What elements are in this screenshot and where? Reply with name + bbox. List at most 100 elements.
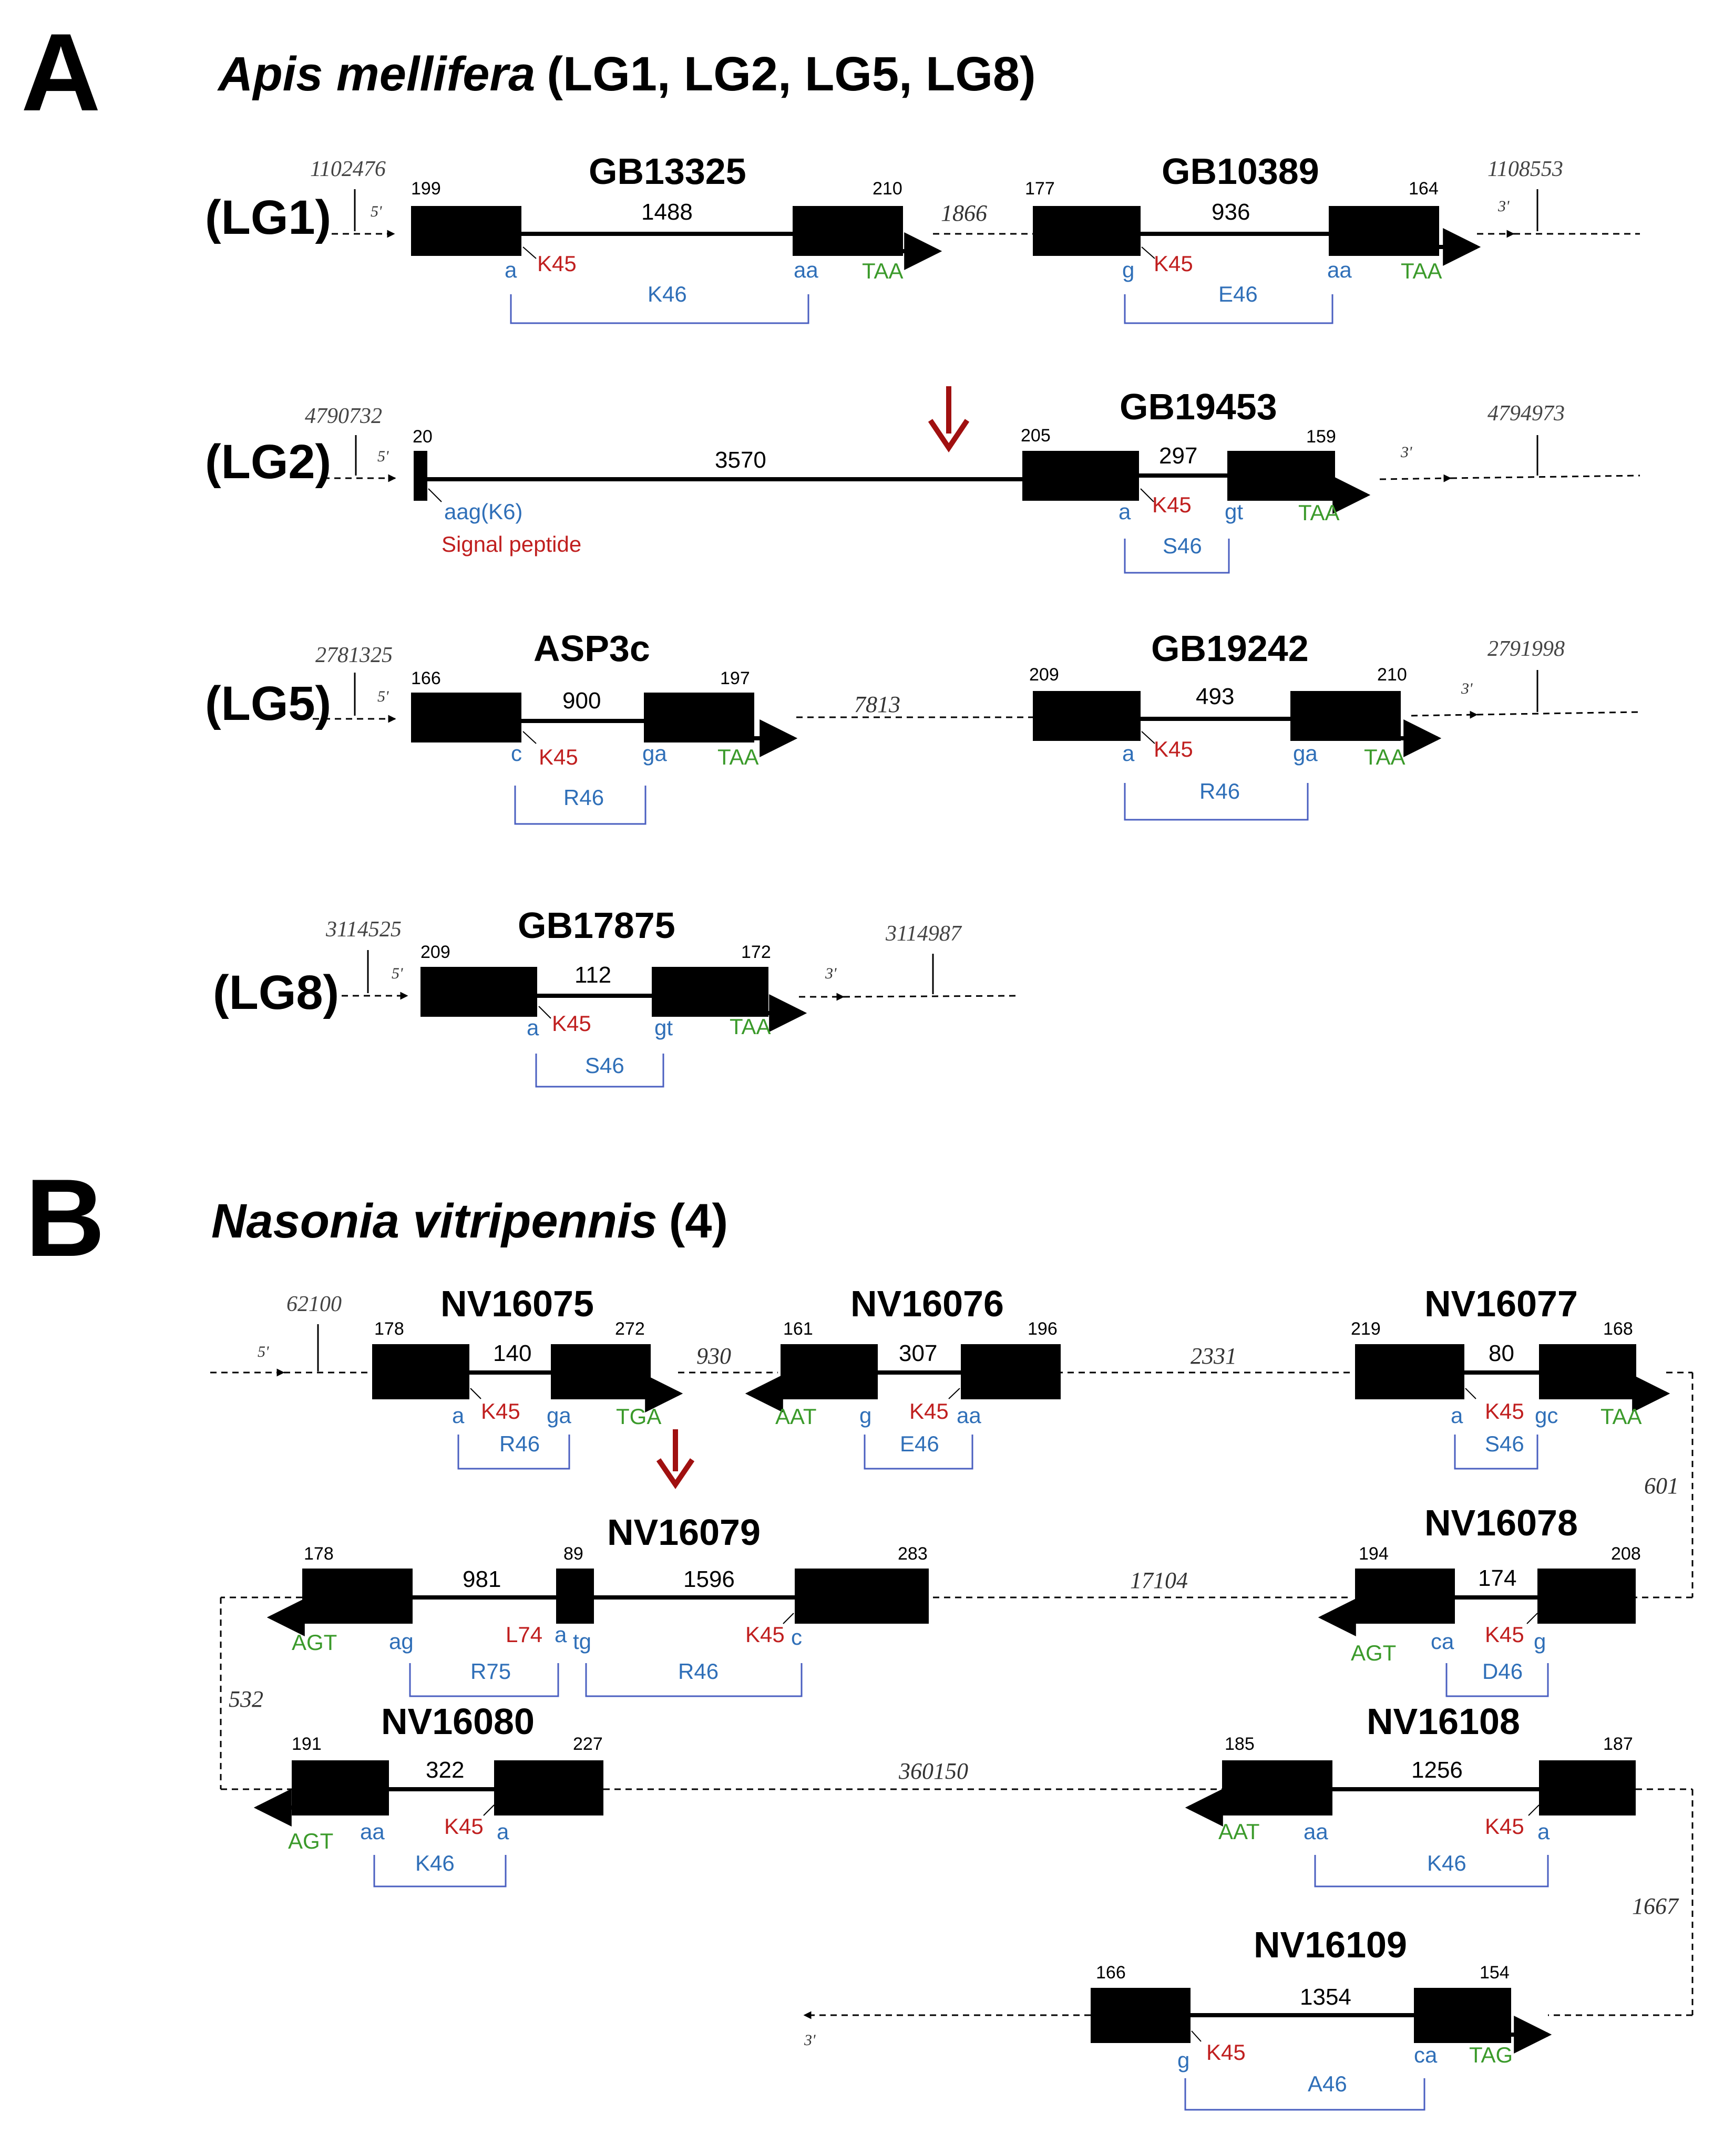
panel-a-species: Apis mellifera — [217, 47, 535, 101]
splice-pointer — [1141, 246, 1155, 259]
exon1-length: 209 — [420, 942, 450, 962]
splice-right: g — [1534, 1629, 1546, 1654]
splice-pointer — [1191, 2030, 1202, 2042]
exon-1 — [302, 1569, 413, 1624]
signal-peptide-exon: 20 3570 aag(K6) Signal peptide — [413, 427, 1022, 556]
lg2-label: (LG2) — [205, 435, 331, 489]
exon-1 — [1355, 1344, 1464, 1399]
gene-name: NV16078 — [1424, 1502, 1578, 1543]
exon1-length: 194 — [1359, 1544, 1389, 1564]
exon-2 — [1539, 1760, 1636, 1815]
intron-length: 174 — [1478, 1565, 1516, 1591]
lg2-downstream-arrow — [1379, 474, 1452, 482]
gene-nv16108: NV16108 185 187 1256 AAT aa K45 a K46 — [1185, 1701, 1636, 1887]
splice-right: a — [497, 1819, 509, 1844]
splice-left-1: ag — [389, 1629, 414, 1654]
site-label: K46 — [415, 1851, 455, 1875]
lg5-downstream-arrow — [1411, 710, 1478, 719]
lg2-end-coord: 4794973 — [1487, 401, 1565, 426]
exon-1 — [1355, 1569, 1455, 1624]
gene-name: NV16075 — [440, 1283, 594, 1324]
stop-codon: TAA — [717, 745, 759, 769]
intron-length: 936 — [1212, 199, 1250, 225]
gene-gb17875: GB17875 209 172 112 a K45 gt TAA S46 — [420, 905, 807, 1088]
panel-a-letter: A — [21, 11, 101, 134]
lg5-intergenic-length: 7813 — [854, 692, 900, 717]
stop-codon: TAA — [730, 1014, 771, 1039]
lg1-start-coord: 1102476 — [310, 157, 386, 181]
splice-right: gt — [1225, 499, 1243, 524]
lg1-three-prime: 3' — [1497, 198, 1510, 215]
lysine-label: K45 — [909, 1399, 949, 1423]
splice-left: a — [452, 1403, 465, 1428]
splice-pointer — [1141, 731, 1155, 744]
lg1-intergenic-length: 1866 — [941, 200, 987, 226]
stop-codon: TAA — [1364, 745, 1405, 769]
intron-length: 112 — [574, 962, 611, 988]
lg5-five-prime: 5' — [377, 688, 389, 705]
intron-length: 140 — [493, 1340, 531, 1366]
panel-b: B Nasonia vitripennis (4) 62100 5' 930 2… — [25, 1156, 1694, 2111]
splice-tg: tg — [573, 1629, 591, 1654]
stop-codon: AGT — [1351, 1641, 1396, 1665]
nv-five-prime: 5' — [258, 1343, 269, 1360]
exon-2 — [1329, 206, 1439, 256]
gene-nv16078: NV16078 194 208 174 AGT ca K45 g D46 — [1318, 1502, 1641, 1697]
intron-length: 80 — [1489, 1340, 1514, 1366]
exon1-length: 219 — [1351, 1319, 1381, 1339]
sp-exon-length: 20 — [413, 427, 433, 447]
intron-bracket — [1454, 1435, 1538, 1470]
exon2-length: 197 — [720, 668, 750, 688]
splice-pointer — [538, 1006, 551, 1019]
splice-a: a — [555, 1622, 567, 1647]
down-arrow-icon — [928, 386, 970, 452]
site-label-1: R75 — [470, 1659, 511, 1684]
splice-pointer — [1465, 1388, 1476, 1399]
panel-b-title: Nasonia vitripennis (4) — [211, 1194, 728, 1248]
exon-1 — [372, 1344, 469, 1399]
splice-pointer — [483, 1804, 495, 1816]
exon-1 — [1222, 1760, 1332, 1815]
exon-2 — [1537, 1569, 1636, 1624]
splice-right: aa — [794, 257, 818, 282]
panel-b-letter: B — [25, 1156, 105, 1280]
sp-intron-length: 3570 — [715, 447, 766, 473]
intron-bracket — [1124, 539, 1230, 574]
intron-length: 1488 — [641, 199, 693, 225]
exon-1 — [292, 1760, 389, 1815]
exon-2 — [551, 1344, 651, 1399]
exon1-length: 178 — [374, 1319, 404, 1339]
site-label: D46 — [1482, 1659, 1523, 1684]
lg2-five-prime: 5' — [377, 448, 389, 465]
lg2-three-prime: 3' — [1400, 443, 1412, 461]
splice-right: ga — [547, 1403, 571, 1428]
gene-name: NV16080 — [381, 1701, 535, 1742]
gene-name: GB19453 — [1120, 386, 1277, 427]
exon2-length: 283 — [898, 1544, 928, 1564]
site-label: K46 — [1427, 1851, 1466, 1875]
splice-left: aa — [360, 1819, 385, 1844]
splice-left: a — [1122, 741, 1135, 766]
exon-2 — [795, 1569, 929, 1624]
stop-codon: AGT — [292, 1630, 337, 1655]
exon1-length: 178 — [304, 1544, 334, 1564]
splice-pointer — [783, 1613, 794, 1624]
intron-bracket — [864, 1435, 973, 1470]
gene-name: NV16076 — [850, 1283, 1004, 1324]
nv-intergenic-d-length: 17104 — [1130, 1567, 1188, 1593]
lysine-label: K45 — [1154, 251, 1193, 276]
intron1-bracket — [409, 1663, 559, 1697]
stop-codon: AAT — [775, 1404, 817, 1429]
lg8-end-coord: 3114987 — [885, 922, 962, 946]
lg5-downstream — [1476, 711, 1640, 716]
intron-bracket — [514, 786, 647, 825]
splice-left: g — [1122, 257, 1134, 282]
intron-bracket — [457, 1435, 570, 1470]
splice-left: a — [505, 257, 517, 282]
exon1-length: 177 — [1025, 179, 1055, 199]
splice-left: ca — [1431, 1629, 1454, 1654]
splice-right: ga — [642, 741, 667, 766]
exon1-length: 161 — [783, 1319, 813, 1339]
exon2-length: 187 — [1603, 1734, 1633, 1754]
